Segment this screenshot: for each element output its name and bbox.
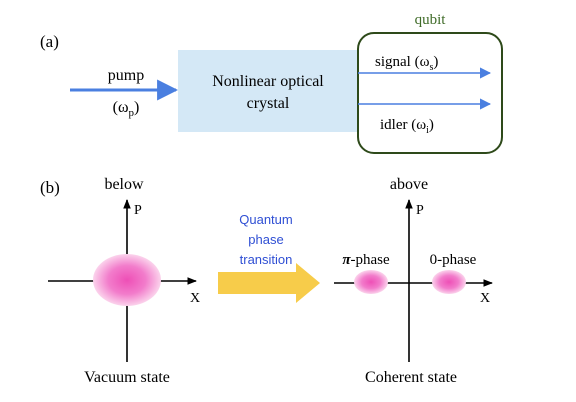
pump-label: pump xyxy=(108,67,144,84)
right-p-axis-label: P xyxy=(416,203,424,218)
pi-phase-label: π-phase xyxy=(342,252,390,268)
vacuum-state-caption: Vacuum state xyxy=(84,369,170,386)
pi-phase-blob xyxy=(354,270,388,294)
idler-label: idler (ωi) xyxy=(380,117,434,136)
qubit-box xyxy=(357,32,503,154)
zero-phase-label: 0-phase xyxy=(430,252,477,268)
left-p-axis-label: P xyxy=(134,203,142,218)
nonlinear-crystal-box xyxy=(178,50,358,132)
crystal-label-line2: crystal xyxy=(247,95,290,112)
zero-phase-blob xyxy=(432,270,466,294)
transition-label-line3: transition xyxy=(240,252,293,267)
right-x-axis-label: X xyxy=(480,291,490,306)
pump-frequency: (ωp) xyxy=(113,99,140,119)
transition-arrow xyxy=(218,263,320,303)
panel-b-label: (b) xyxy=(40,178,60,197)
coherent-state-caption: Coherent state xyxy=(365,369,457,386)
panel-a-label: (a) xyxy=(40,32,59,51)
transition-label-line1: Quantum xyxy=(239,212,292,227)
left-x-axis-label: X xyxy=(190,291,200,306)
left-plot-title: below xyxy=(104,176,144,193)
vacuum-state-blob xyxy=(93,254,161,306)
qubit-title: qubit xyxy=(415,12,447,28)
right-plot-title: above xyxy=(390,176,428,193)
signal-label: signal (ωs) xyxy=(375,54,438,73)
crystal-label-line1: Nonlinear optical xyxy=(212,73,324,90)
transition-label-line2: phase xyxy=(248,232,283,247)
